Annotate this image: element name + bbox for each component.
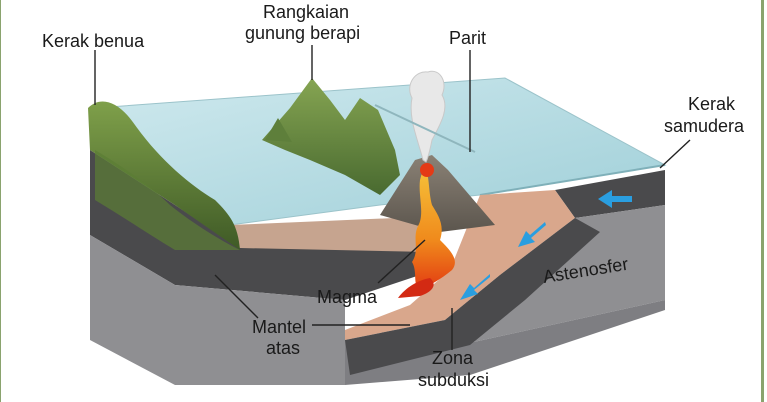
subducting-slab-crust: [345, 190, 575, 340]
mountain-range: [262, 78, 400, 195]
label-oceanic-crust-2: samudera: [664, 116, 745, 136]
water-surface-edge: [479, 164, 666, 196]
mountain-small-left: [265, 118, 292, 142]
plate-motion-arrow-1: [598, 190, 632, 208]
label-trench: Parit: [449, 28, 486, 48]
label-magma: Magma: [317, 287, 378, 307]
volcano-cone: [380, 155, 495, 232]
label-volcanic-chain-1: Rangkaian: [263, 2, 349, 22]
leader-upper-mantle: [214, 274, 259, 319]
label-volcanic-chain-2: gunung berapi: [245, 23, 360, 43]
continent-landmass: [88, 101, 240, 250]
leader-oceanic-crust: [659, 139, 691, 169]
lithosphere-front-left: [90, 150, 430, 300]
label-oceanic-crust-1: Kerak: [688, 94, 736, 114]
continent-hills: [95, 150, 240, 250]
trench-line: [374, 104, 476, 153]
mantle-front: [90, 235, 345, 385]
magma-source: [398, 278, 434, 298]
plate-motion-arrow-3: [460, 274, 490, 300]
subducting-slab-body: [345, 218, 600, 375]
mantle-bottom-right: [345, 300, 665, 385]
label-subduction-zone-2: subduksi: [418, 370, 489, 390]
label-upper-mantle-2: atas: [266, 338, 300, 358]
plate-motion-arrow-2: [518, 222, 546, 247]
continental-crust-front: [230, 218, 440, 255]
label-subduction-zone-1: Zona: [432, 348, 474, 368]
magma-conduit: [412, 165, 455, 290]
steam-plume: [409, 70, 446, 163]
magma-vent: [420, 163, 434, 177]
label-continental-crust: Kerak benua: [42, 31, 145, 51]
leader-magma: [377, 239, 426, 284]
label-upper-mantle-1: Mantel: [252, 317, 306, 337]
